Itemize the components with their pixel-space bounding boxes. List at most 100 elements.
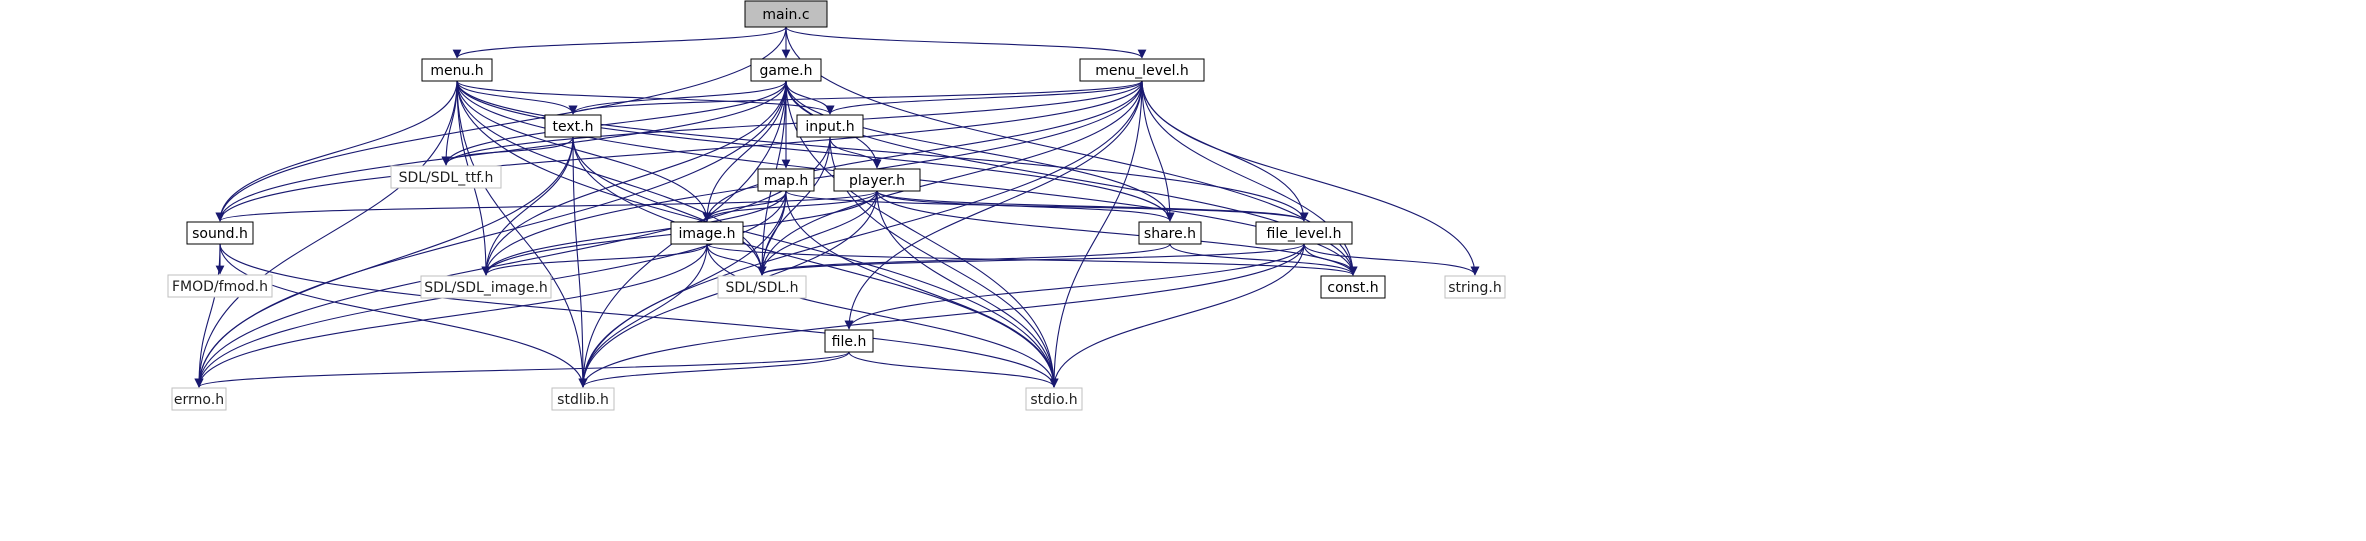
node-const-h[interactable]: const.h	[1320, 275, 1386, 299]
edge-image-h-to-stdlib-h	[578, 243, 708, 388]
node-file-h[interactable]: file.h	[824, 329, 874, 353]
edge-image-h-to-sdl-image-h	[481, 243, 708, 276]
edge-player-h-to-sdl-h	[757, 190, 878, 276]
node-label-stdio-h: stdio.h	[1030, 392, 1077, 408]
node-main-c[interactable]: main.c	[744, 0, 828, 28]
edge-image-h-to-stdio-h	[706, 243, 1059, 388]
node-box-text-h[interactable]	[544, 114, 602, 138]
node-box-stdlib-h[interactable]	[551, 387, 615, 411]
edge-menu-h-to-image-h	[456, 80, 712, 222]
edge-menu-h-to-sdl-h	[456, 80, 767, 276]
edge-menu-h-to-share-h	[456, 80, 1175, 222]
node-menu-level-h[interactable]: menu_level.h	[1079, 58, 1205, 82]
node-input-h[interactable]: input.h	[796, 114, 864, 138]
node-box-main-c[interactable]	[744, 0, 828, 28]
edge-player-h-to-sound-h	[215, 190, 878, 222]
node-image-h[interactable]: image.h	[670, 221, 744, 245]
file-nodes: main.c menu.h game.h menu_level.h text.h inpu…	[167, 0, 1506, 411]
node-box-file-level-h[interactable]	[1255, 221, 1353, 245]
edge-player-h-to-file-level-h	[876, 190, 1309, 222]
edge-game-h-to-sdl-image-h	[481, 80, 787, 276]
edge-file-level-h-to-stdlib-h	[578, 243, 1305, 388]
node-box-fmod-h[interactable]	[167, 274, 273, 298]
node-stdlib-h[interactable]: stdlib.h	[551, 387, 615, 411]
node-game-h[interactable]: game.h	[750, 58, 822, 82]
edge-map-h-to-file-level-h	[785, 190, 1309, 222]
edge-file-level-h-to-file-h	[844, 243, 1305, 330]
edge-main-c-to-menu-level-h	[785, 26, 1147, 59]
edge-image-h-to-errno-h	[194, 243, 708, 388]
node-box-sound-h[interactable]	[186, 221, 254, 245]
edge-main-c-to-menu-h	[452, 26, 787, 59]
edge-main-c-to-sound-h	[215, 26, 787, 222]
edge-text-h-to-errno-h	[194, 136, 574, 388]
edge-map-h-to-sdl-image-h	[481, 190, 787, 276]
edge-menu-level-h-to-stdio-h	[1049, 80, 1143, 388]
node-string-h[interactable]: string.h	[1444, 275, 1506, 299]
node-box-player-h[interactable]	[833, 168, 921, 192]
node-box-string-h[interactable]	[1444, 275, 1506, 299]
node-sdl-h[interactable]: SDL/SDL.h	[717, 275, 807, 299]
edge-menu-level-h-to-sound-h	[215, 80, 1143, 222]
edge-map-h-to-stdio-h	[785, 190, 1059, 388]
edge-file-h-to-errno-h	[194, 351, 850, 388]
edge-menu-level-h-to-share-h	[1141, 80, 1175, 222]
node-file-level-h[interactable]: file_level.h	[1255, 221, 1353, 245]
node-label-main-c: main.c	[762, 7, 809, 23]
edge-menu-h-to-input-h	[456, 80, 835, 115]
edge-menu-level-h-to-sdl-ttf-h	[441, 80, 1143, 166]
edge-text-h-to-sdl-ttf-h	[441, 136, 574, 166]
edge-menu-h-to-text-h	[456, 80, 578, 115]
node-box-share-h[interactable]	[1138, 221, 1202, 245]
edge-text-h-to-stdlib-h	[572, 136, 588, 388]
node-box-image-h[interactable]	[670, 221, 744, 245]
edge-game-h-to-image-h	[702, 80, 787, 222]
edge-player-h-to-stdio-h	[876, 190, 1059, 388]
node-box-stdio-h[interactable]	[1025, 387, 1083, 411]
node-box-sdl-h[interactable]	[717, 275, 807, 299]
node-box-sdl-image-h[interactable]	[420, 275, 552, 299]
edge-file-h-to-stdio-h	[848, 351, 1059, 388]
edge-text-h-to-stdio-h	[572, 136, 1059, 388]
node-box-file-h[interactable]	[824, 329, 874, 353]
node-box-errno-h[interactable]	[171, 387, 227, 411]
node-box-menu-h[interactable]	[421, 58, 493, 82]
edge-menu-h-to-sound-h	[215, 80, 458, 222]
edge-input-h-to-player-h	[829, 136, 882, 169]
node-errno-h[interactable]: errno.h	[171, 387, 227, 411]
edge-game-h-to-text-h	[568, 80, 787, 115]
node-text-h[interactable]: text.h	[544, 114, 602, 138]
node-box-game-h[interactable]	[750, 58, 822, 82]
node-box-menu-level-h[interactable]	[1079, 58, 1205, 82]
node-map-h[interactable]: map.h	[757, 168, 815, 192]
node-sdl-ttf-h[interactable]: SDL/SDL_ttf.h	[390, 165, 502, 189]
node-sdl-image-h[interactable]: SDL/SDL_image.h	[420, 275, 552, 299]
node-fmod-h[interactable]: FMOD/fmod.h	[167, 274, 273, 298]
node-label-text-h: text.h	[553, 119, 594, 135]
node-label-stdlib-h: stdlib.h	[557, 392, 609, 408]
edge-menu-level-h-to-string-h	[1141, 80, 1480, 276]
edge-file-level-h-to-string-h	[1303, 243, 1480, 276]
node-share-h[interactable]: share.h	[1138, 221, 1202, 245]
edge-share-h-to-sdl-h	[757, 243, 1171, 276]
edge-file-level-h-to-stdio-h	[1049, 243, 1305, 388]
node-box-const-h[interactable]	[1320, 275, 1386, 299]
node-player-h[interactable]: player.h	[833, 168, 921, 192]
node-label-menu-h: menu.h	[430, 63, 483, 79]
edge-menu-h-to-stdlib-h	[456, 80, 588, 388]
node-box-input-h[interactable]	[796, 114, 864, 138]
node-box-sdl-ttf-h[interactable]	[390, 165, 502, 189]
node-sound-h[interactable]: sound.h	[186, 221, 254, 245]
node-box-map-h[interactable]	[757, 168, 815, 192]
node-menu-h[interactable]: menu.h	[421, 58, 493, 82]
edge-game-h-to-sdl-ttf-h	[441, 80, 787, 166]
node-label-sdl-ttf-h: SDL/SDL_ttf.h	[399, 170, 494, 186]
edge-menu-level-h-to-input-h	[825, 80, 1143, 115]
edge-share-h-to-const-h	[1169, 243, 1358, 276]
edge-input-h-to-errno-h	[194, 136, 831, 388]
edge-game-h-to-share-h	[785, 80, 1175, 222]
node-stdio-h[interactable]: stdio.h	[1025, 387, 1083, 411]
node-label-game-h: game.h	[759, 63, 812, 79]
node-label-file-h: file.h	[832, 334, 867, 350]
